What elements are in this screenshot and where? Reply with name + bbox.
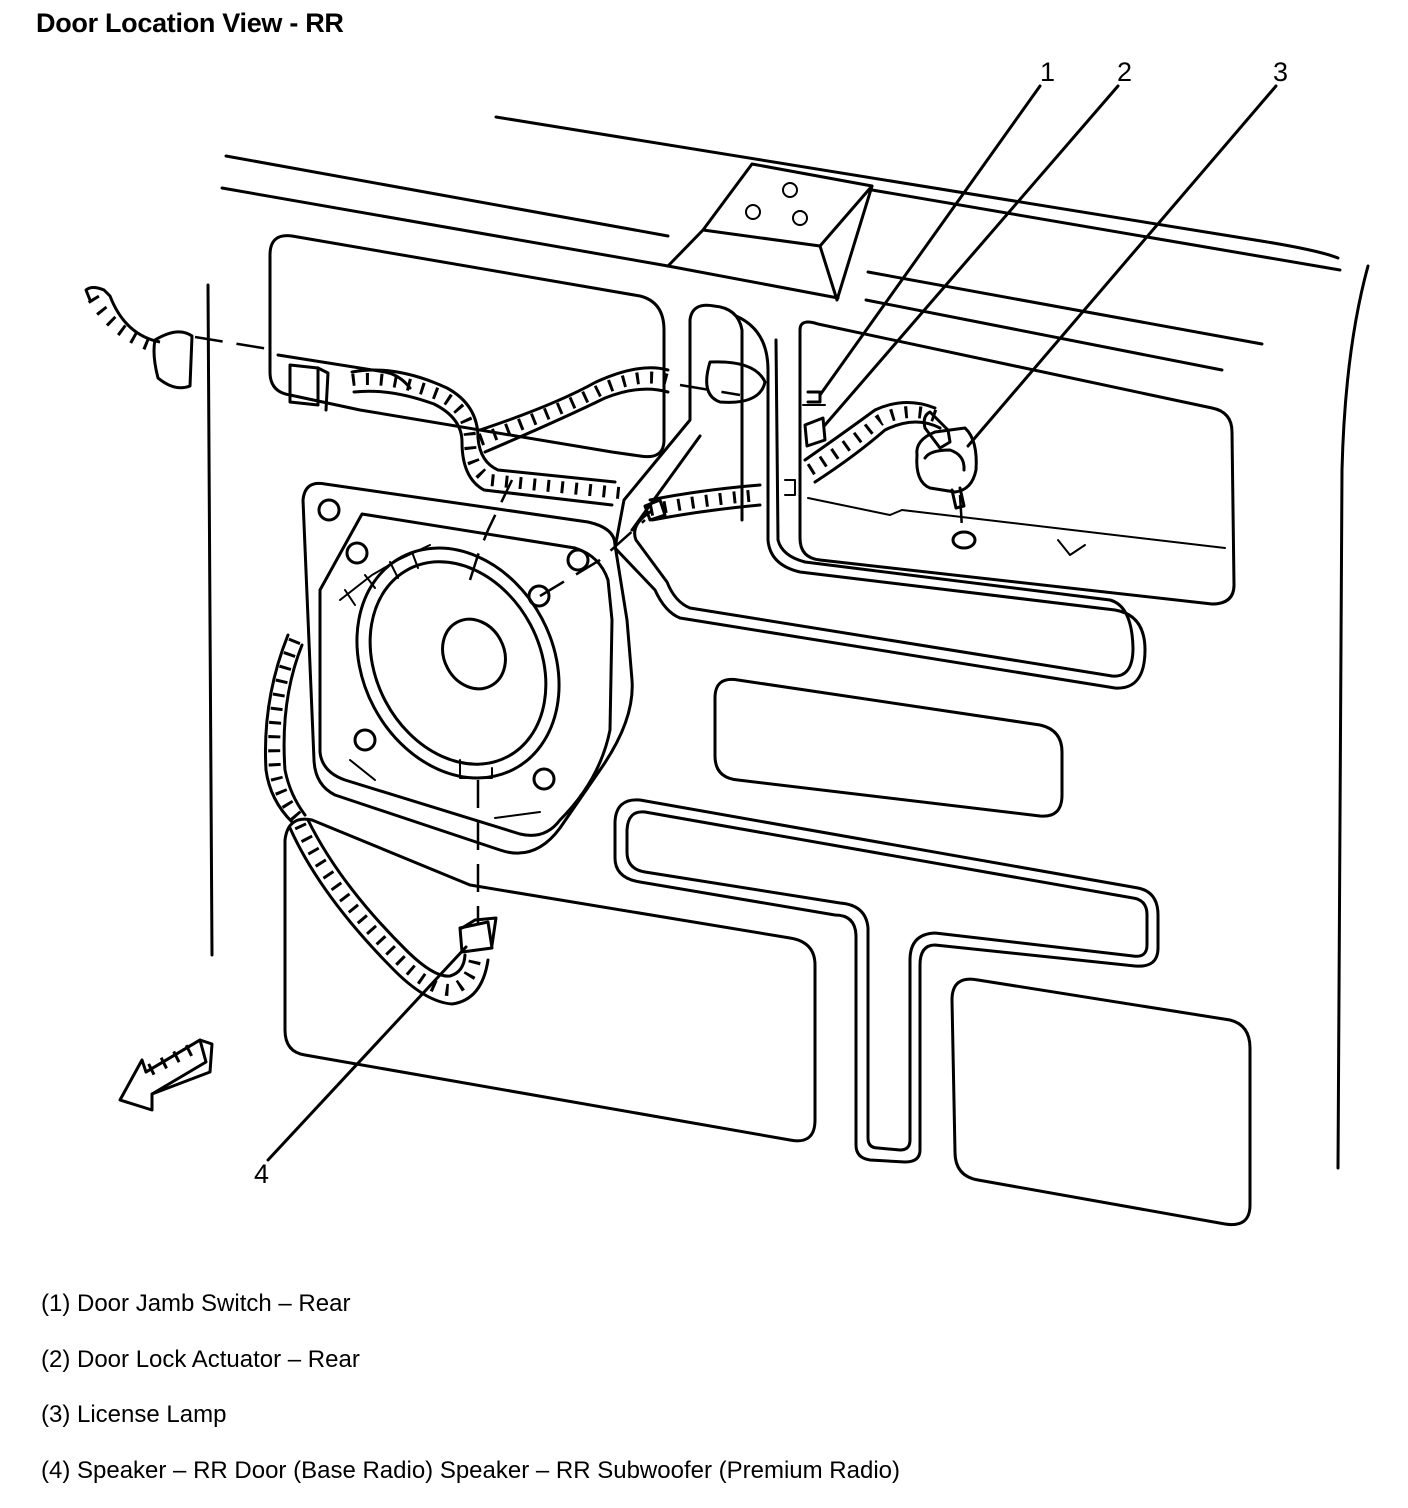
callout-1: 1 [1040,57,1055,87]
lower-left-panel [283,817,817,1143]
door-location-diagram: 1 2 3 4 [84,57,1370,1227]
legend-item-2: (2) Door Lock Actuator – Rear [41,1346,360,1373]
body-top-lines [206,115,1370,1170]
wiring-harness [84,286,943,1006]
diagram-title: Door Location View - RR [36,8,344,38]
license-lamp [915,410,978,510]
center-channel [613,303,1147,690]
speaker-assembly [301,481,634,855]
callout-4: 4 [254,1159,269,1189]
front-direction-arrow-icon [118,1038,214,1112]
leader-lines [266,84,1278,1162]
legend-item-1: (1) Door Jamb Switch – Rear [41,1290,351,1317]
upper-right-panel [798,320,1236,606]
dashed-guides [194,335,964,925]
door-lock-actuator [803,416,827,448]
callout-2: 2 [1117,57,1132,87]
top-block [666,162,874,302]
middle-panels [613,677,1252,1227]
callout-3: 3 [1273,57,1288,87]
legend-item-3: (3) License Lamp [41,1401,227,1428]
legend-item-4: (4) Speaker – RR Door (Base Radio) Speak… [41,1457,901,1484]
door-jamb-switch [802,390,826,406]
